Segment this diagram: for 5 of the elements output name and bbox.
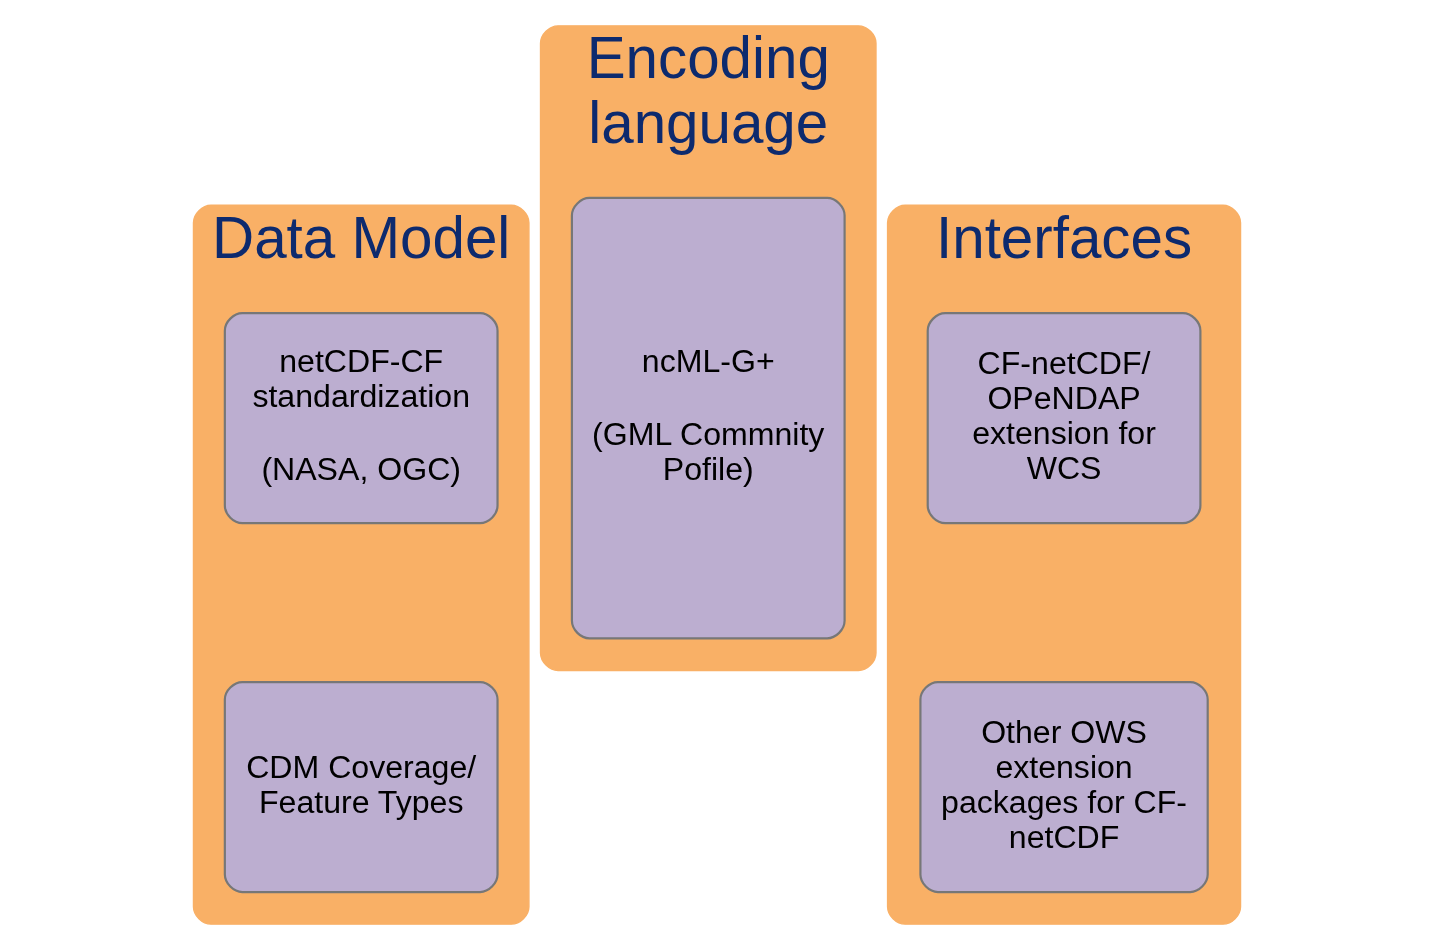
- node-box: ncML-G+ (GML Commnity Pofile): [570, 196, 846, 640]
- node-box: Other OWS extension packages for CF-netCDF: [919, 680, 1209, 894]
- node-box: CF-netCDF/ OPeNDAP extension for WCS: [926, 312, 1202, 525]
- node-box: CDM Coverage/ Feature Types: [223, 680, 499, 894]
- node-box: netCDF-CF standardization (NASA, OGC): [223, 312, 499, 525]
